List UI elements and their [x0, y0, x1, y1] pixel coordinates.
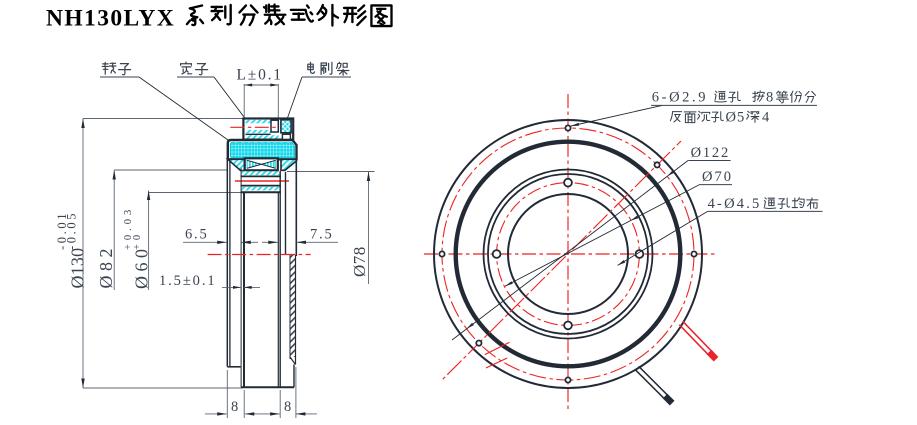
- svg-text:Ø70: Ø70: [702, 169, 733, 185]
- svg-text:6-Ø2.9: 6-Ø2.9: [652, 90, 708, 106]
- svg-text:4-Ø4.5: 4-Ø4.5: [708, 196, 762, 212]
- svg-text:+0: +0: [132, 231, 143, 250]
- svg-text:L±0.1: L±0.1: [237, 67, 283, 84]
- svg-text:+0.03: +0.03: [123, 206, 134, 250]
- svg-text:Ø78: Ø78: [350, 246, 369, 277]
- svg-text:6.5: 6.5: [185, 227, 209, 243]
- svg-text:Ø82: Ø82: [96, 244, 116, 289]
- svg-text:8: 8: [766, 90, 773, 106]
- svg-text:Ø60: Ø60: [132, 245, 152, 290]
- svg-text:-0.05: -0.05: [65, 211, 79, 250]
- svg-text:Ø122: Ø122: [691, 145, 730, 161]
- svg-text:8: 8: [231, 399, 238, 415]
- svg-text:1.5±0.1: 1.5±0.1: [159, 273, 217, 289]
- svg-text:NH130LYX: NH130LYX: [46, 6, 175, 32]
- svg-text:-0.01: -0.01: [55, 211, 69, 250]
- svg-text:7.5: 7.5: [310, 227, 334, 243]
- svg-text:Ø130: Ø130: [68, 248, 88, 289]
- svg-text:Ø5: Ø5: [726, 110, 746, 126]
- svg-text:4: 4: [762, 110, 770, 126]
- svg-text:8: 8: [284, 399, 291, 415]
